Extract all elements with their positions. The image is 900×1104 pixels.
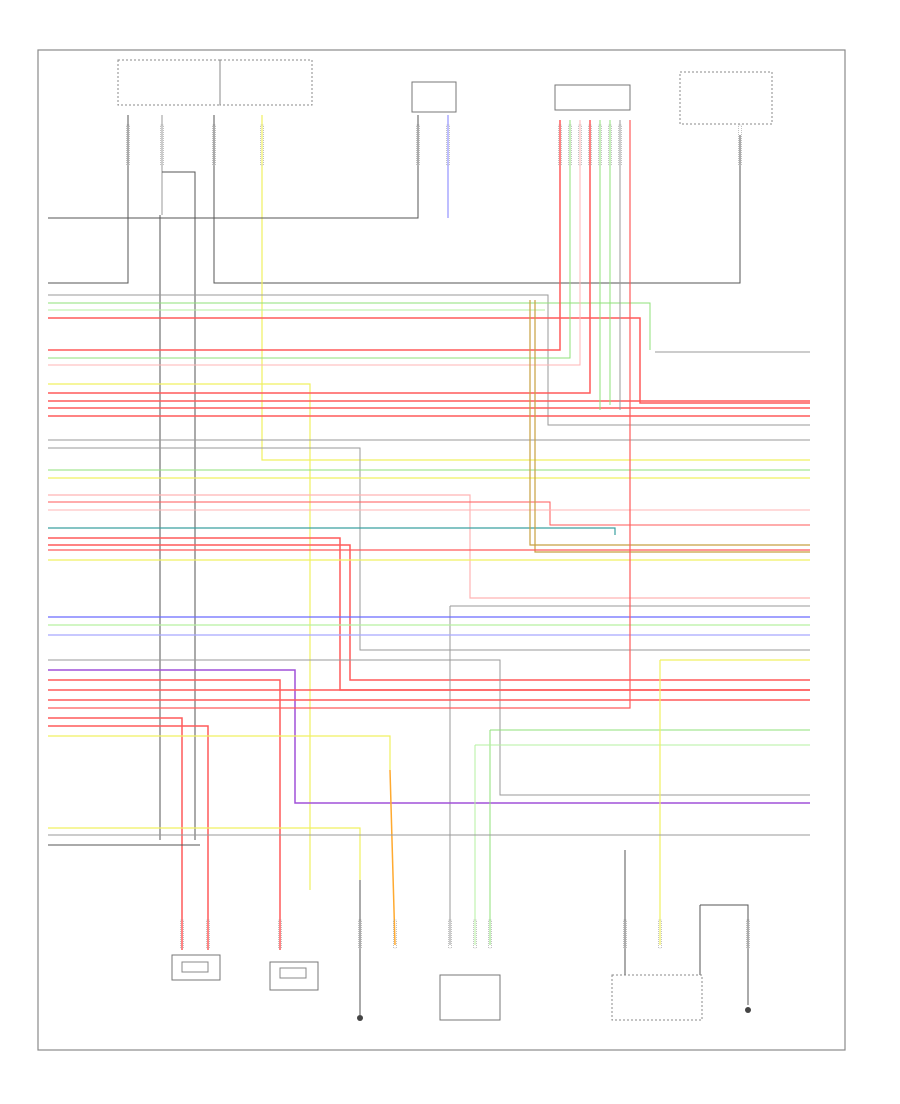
- connector-pin-top-2: [212, 124, 216, 166]
- bottom-mid-module-box: [269, 961, 319, 991]
- connector-pin-bottom-8: [623, 919, 627, 949]
- top-left-relay-assembly: [117, 59, 313, 106]
- wire-gray-44: [48, 659, 810, 796]
- ignition-switch: [679, 71, 773, 125]
- wire-red-33: [48, 537, 810, 691]
- connector-pin-bottom-4: [393, 919, 397, 949]
- connector-pin-top-3: [260, 124, 264, 166]
- wire-tan-37: [534, 300, 810, 553]
- wire-green-15: [48, 120, 571, 359]
- bottom-center-unit: [439, 974, 501, 1021]
- connector-pin-bottom-5: [448, 919, 452, 949]
- wire-red-46: [48, 679, 281, 950]
- wire-red-30: [48, 501, 810, 526]
- bottom-right-unit-box: [611, 974, 703, 1021]
- connector-pin-top-12: [618, 124, 622, 166]
- bottom-center-unit-box: [439, 974, 501, 1021]
- center-top-unit: [411, 81, 457, 113]
- bottom-left-module-inner: [181, 961, 209, 973]
- wire-red-51: [48, 725, 209, 950]
- connector-box: [554, 84, 631, 111]
- wire-pink-29: [48, 494, 810, 599]
- ground-point-left: [357, 1015, 363, 1021]
- connector-pin-bottom-7: [488, 919, 492, 949]
- bottom-mid-module-inner: [279, 967, 307, 979]
- connector-pin-bottom-1: [206, 919, 210, 949]
- connector-pin-bottom-2: [278, 919, 282, 949]
- connector-pin-top-1: [160, 124, 164, 166]
- relay-box-right: [219, 59, 313, 106]
- wire-red-50: [48, 717, 183, 950]
- connector-pin-top-9: [588, 124, 592, 166]
- wire-red-34: [48, 544, 810, 681]
- connector-pin-top-4: [416, 124, 420, 166]
- wire-red-49: [48, 120, 631, 709]
- wire-yellow-52: [48, 735, 391, 770]
- wire-yellow-60: [48, 827, 361, 880]
- wire-red-18: [48, 120, 591, 394]
- wire-dark-5: [48, 115, 419, 219]
- connector-pin-top-13: [738, 124, 742, 166]
- connector-pin-bottom-3: [358, 919, 362, 949]
- connector-pin-top-0: [126, 124, 130, 166]
- relay-box-left: [117, 59, 221, 106]
- ignition-switch-box: [679, 71, 773, 125]
- ground-dot-right: [745, 1007, 751, 1013]
- wire-dark-65: [700, 904, 749, 1005]
- wire-dark-2: [162, 171, 196, 215]
- wire-yellow-4: [261, 115, 810, 461]
- wire-red-14: [48, 120, 561, 351]
- top-connector: [554, 84, 631, 111]
- wire-red-12: [48, 317, 810, 404]
- connector-pin-top-10: [598, 124, 602, 166]
- connector-pin-bottom-10: [746, 919, 750, 949]
- wire-gray-26: [48, 447, 810, 651]
- wire-yellow-17: [48, 383, 311, 890]
- connector-pin-top-11: [608, 124, 612, 166]
- connector-pin-top-8: [578, 124, 582, 166]
- wire-orange-53: [389, 769, 396, 946]
- wire-pink-16: [48, 120, 581, 366]
- connector-pin-top-7: [568, 124, 572, 166]
- wire-teal-32: [48, 527, 616, 535]
- diagram-frame: [37, 49, 846, 1051]
- bottom-left-module: [171, 954, 221, 981]
- connector-pin-bottom-0: [180, 919, 184, 949]
- wires-layer: [48, 115, 810, 1015]
- connector-pin-bottom-6: [473, 919, 477, 949]
- wire-green-10: [48, 302, 651, 350]
- bottom-right-unit: [611, 974, 751, 1021]
- connector-pin-top-6: [558, 124, 562, 166]
- bottom-mid-module: [269, 961, 319, 991]
- center-unit-box: [411, 81, 457, 113]
- wire-dark-0: [48, 115, 129, 284]
- wire-tan-36: [529, 300, 810, 546]
- ground-dot-left: [357, 1015, 363, 1021]
- connector-pin-top-5: [446, 124, 450, 166]
- bottom-left-module-box: [171, 954, 221, 981]
- wire-dark-3: [213, 115, 741, 284]
- wire-gray-9: [48, 294, 810, 426]
- connector-pin-bottom-9: [658, 919, 662, 949]
